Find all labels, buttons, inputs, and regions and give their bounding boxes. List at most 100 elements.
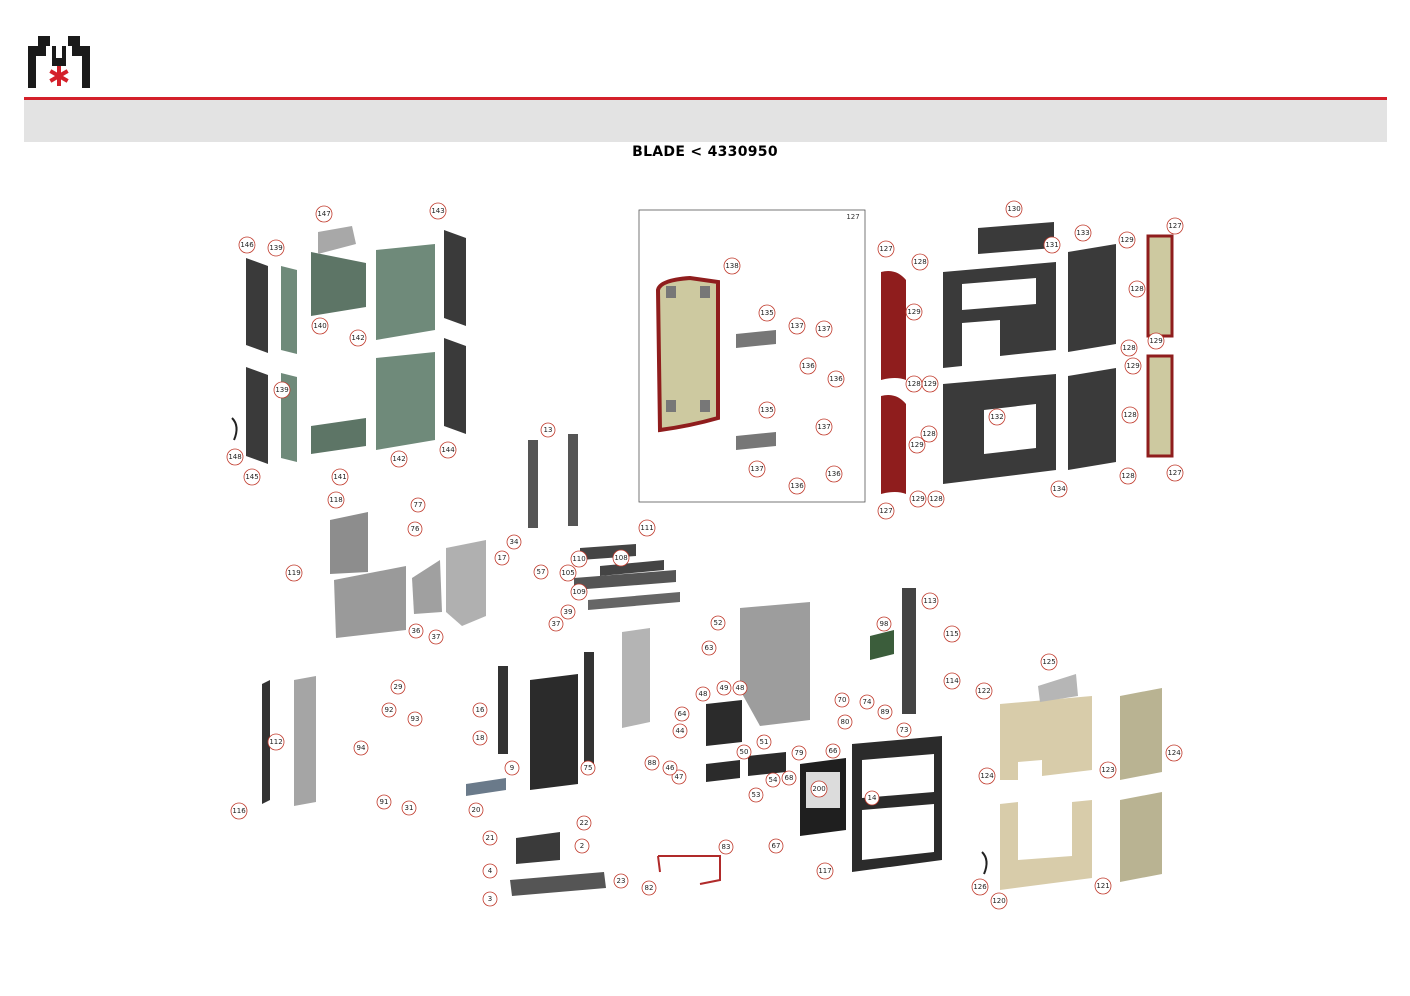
- grille-130: [978, 222, 1054, 254]
- callout-128: 128: [1121, 406, 1139, 424]
- callout-ring: [273, 381, 291, 399]
- callout-139: 139: [273, 381, 291, 399]
- callout-ring: [662, 760, 678, 776]
- callout-number: 36: [412, 627, 421, 635]
- callout-ring: [641, 880, 657, 896]
- callout-number: 37: [432, 633, 441, 641]
- callout-ring: [837, 714, 853, 730]
- callout-144: 144: [439, 441, 457, 459]
- callout-46: 46: [662, 760, 678, 776]
- callout-114: 114: [943, 672, 961, 690]
- part-125-cover: [1038, 674, 1078, 702]
- callout-138: 138: [723, 257, 741, 275]
- callout-ring: [674, 706, 690, 722]
- callout-73: 73: [896, 722, 912, 738]
- callout-117: 117: [816, 862, 834, 880]
- callout-36: 36: [408, 623, 424, 639]
- callout-number: 139: [269, 244, 282, 252]
- callout-number: 74: [863, 698, 872, 706]
- callout-number: 145: [245, 473, 258, 481]
- callout-132: 132: [988, 408, 1006, 426]
- callout-ring: [1074, 224, 1092, 242]
- callout-13: 13: [540, 422, 556, 438]
- callout-number: 48: [736, 684, 745, 692]
- callout-127: 127: [877, 240, 895, 258]
- callout-number: 120: [992, 897, 1005, 905]
- callout-17: 17: [494, 550, 510, 566]
- callout-ring: [429, 202, 447, 220]
- part-13-column-left: [528, 440, 538, 528]
- callout-ring: [576, 815, 592, 831]
- callout-number: 124: [980, 772, 994, 780]
- callout-ring: [267, 733, 285, 751]
- callout-52: 52: [710, 615, 726, 631]
- callout-number: 116: [232, 807, 246, 815]
- brand-logo-icon: [28, 36, 90, 88]
- callout-ring: [921, 592, 939, 610]
- callout-76: 76: [407, 521, 423, 537]
- callout-number: 82: [645, 884, 654, 892]
- callout-112: 112: [267, 733, 285, 751]
- callout-number: 109: [572, 588, 585, 596]
- central-assembly-group: [262, 434, 942, 896]
- callout-110: 110: [570, 550, 588, 568]
- callout-119: 119: [285, 564, 303, 582]
- part-20-roller: [466, 778, 506, 796]
- callout-16: 16: [472, 702, 488, 718]
- panel-127-red-top: [881, 271, 906, 380]
- callout-number: 129: [1126, 362, 1139, 370]
- inset-detail-box: 127: [638, 209, 866, 503]
- callout-21: 21: [482, 830, 498, 846]
- callout-ring: [768, 838, 784, 854]
- callout-ring: [1119, 467, 1137, 485]
- callout-ring: [736, 744, 752, 760]
- callout-ring: [864, 790, 880, 806]
- callout-ring: [439, 441, 457, 459]
- callout-ring: [560, 604, 576, 620]
- casing-group: [981, 674, 1162, 890]
- callout-number: 128: [1123, 411, 1136, 419]
- callout-ring: [909, 490, 927, 508]
- callout-136: 136: [799, 357, 817, 375]
- callout-number: 127: [879, 245, 892, 253]
- callout-number: 17: [498, 554, 507, 562]
- callout-31: 31: [401, 800, 417, 816]
- callout-129: 129: [908, 436, 926, 454]
- callout-ring: [920, 425, 938, 443]
- callout-number: 129: [907, 308, 920, 316]
- frame-131: [943, 262, 1056, 368]
- part-36-plate: [446, 540, 486, 626]
- callout-number: 94: [357, 744, 366, 752]
- callout-128: 128: [927, 490, 945, 508]
- callout-ring: [1094, 877, 1112, 895]
- callout-121: 121: [1094, 877, 1112, 895]
- callout-109: 109: [570, 583, 588, 601]
- callout-number: 39: [564, 608, 573, 616]
- callout-ring: [825, 743, 841, 759]
- callout-136: 136: [788, 477, 806, 495]
- header-red-rule: [24, 97, 1387, 100]
- callout-128: 128: [920, 425, 938, 443]
- callout-number: 128: [1121, 472, 1134, 480]
- callout-ring: [788, 477, 806, 495]
- callout-113: 113: [921, 592, 939, 610]
- callout-141: 141: [331, 468, 349, 486]
- callout-ring: [816, 862, 834, 880]
- callout-number: 63: [705, 644, 714, 652]
- callout-ring: [428, 629, 444, 645]
- callout-number: 92: [385, 706, 394, 714]
- callout-number: 83: [722, 843, 731, 851]
- callout-ring: [672, 723, 688, 739]
- door-127-bottom: [1146, 354, 1174, 458]
- callout-ring: [315, 205, 333, 223]
- callout-129: 129: [1147, 332, 1165, 350]
- callout-ring: [349, 329, 367, 347]
- callout-number: 143: [431, 207, 444, 215]
- callout-ring: [482, 891, 498, 907]
- panel-140: [311, 252, 366, 316]
- part-126-hook: [981, 851, 988, 875]
- callout-ring: [718, 839, 734, 855]
- callout-number: 137: [750, 465, 763, 473]
- callout-number: 129: [910, 441, 923, 449]
- callout-130: 130: [1005, 200, 1023, 218]
